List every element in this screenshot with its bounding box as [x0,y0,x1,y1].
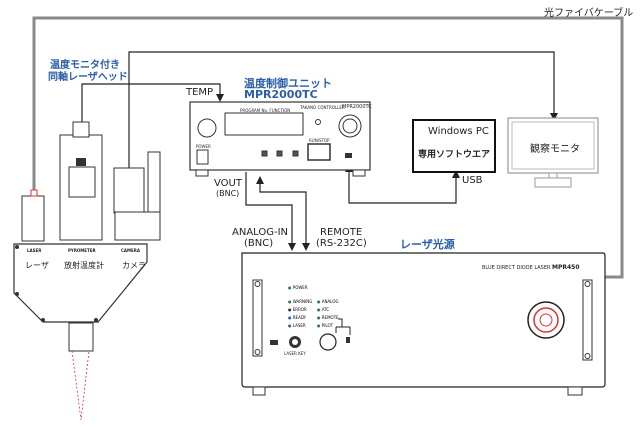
analog-in-label: ANALOG-IN [232,227,289,238]
remote-label: REMOTE [320,227,363,238]
head-port-pyrometer-en: PYROMETER [68,248,96,253]
head-port-laser-jp: レーザ [25,261,49,270]
controller-display [224,112,304,136]
indicator-power: ● POWER [288,285,308,290]
temp-cable [81,83,221,122]
laser-handle-right [582,279,593,361]
remote-sub-label: (RS-232C) [316,238,367,249]
camera-module [113,167,145,214]
controller-power-label: POWER [196,144,211,149]
laser-beam [71,350,90,421]
remote-cable [259,180,307,245]
indicator-pilot: ● PILOT [317,323,334,328]
vout-label: VOUT [214,178,242,189]
head-body [13,243,148,323]
controller-title-line1: 温度制御ユニット [244,77,332,90]
vout-sub-label: (BNC) [216,189,240,198]
pc-software-label: 専用ソフトウエア [418,150,491,160]
fiber-cable [32,16,624,279]
laser-key-label: LASER KEY [284,351,306,356]
laser-module [21,195,45,242]
usb-cable [348,170,457,204]
arrow-remote [302,243,310,251]
arrow-vout-up [256,176,264,184]
controller-brand: TAKANO CONTROLLER [300,105,345,110]
indicator-remote: ● REMOTE [317,315,339,320]
head-title-line2: 同軸レーザヘッド [48,72,128,83]
laser-model: MPR450 [552,264,580,271]
controller-connector [338,114,362,138]
laser-indicators-right: ● ANALOG ● ATC ● REMOTE ● PILOT [317,298,339,330]
controller-run-stop-label: RUN/STOP [309,138,330,143]
head-port-laser-en: LASER [27,248,42,253]
pc-title: Windows PC [428,126,489,137]
indicator-laser: ● LASER [288,323,306,328]
fiber-cable-label: 光ファイバケーブル [544,8,634,19]
laser-handle-left [252,279,263,357]
laser-brand: BLUE DIRECT DIODE LASER [482,265,551,271]
monitor-label: 観察モニタ [530,144,580,155]
controller-power-switch [196,149,209,165]
analog-in-sub-label: (BNC) [244,238,274,249]
controller-model: MPR2000TC [342,104,372,110]
indicator-analog: ● ANALOG [317,299,339,304]
arrow-analog [288,243,296,251]
temp-label: TEMP [186,87,214,98]
arrow-temp [216,94,224,102]
arrow-monitor [550,113,558,121]
run-stop-button [307,143,331,161]
head-lens [68,322,94,352]
laser-knob [319,333,337,351]
head-port-camera-en: CAMERA [121,248,140,253]
head-port-pyrometer-jp: 放射温度計 [64,261,104,270]
pc-box [412,119,496,173]
camera-monitor-cable [128,51,555,168]
indicator-atc: ● ATC [317,307,330,312]
monitor-stand [534,177,572,188]
indicator-ready: ● READY [288,315,307,320]
laser-indicators-left: ● POWER ● WARNING ● ERROR ● READY ● LASE… [288,284,312,330]
laser-source-box [241,252,606,388]
usb-label: USB [462,175,483,186]
controller-knob [197,118,217,138]
indicator-warning: ● WARNING [288,299,313,304]
indicator-error: ● ERROR [288,307,307,312]
controller-display-label: PROGRAM No. FUNCTION [240,108,291,113]
laser-source-title: レーザ光源 [400,238,455,251]
head-title-line1: 温度モニタ付き [50,60,120,71]
arrow-usb-pc [452,170,460,178]
head-port-camera-jp: カメラ [122,261,146,270]
vout-cable [245,172,293,245]
controller-title-line2: MPR2000TC [244,88,318,101]
